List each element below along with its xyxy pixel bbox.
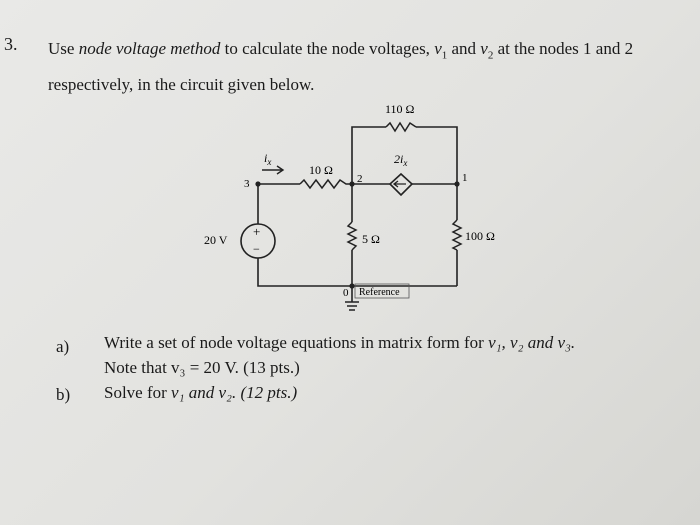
source-plus: + bbox=[253, 224, 260, 239]
question-line-1: Use node voltage method to calculate the… bbox=[48, 39, 634, 62]
label-r-right: 100 Ω bbox=[465, 229, 495, 243]
part-a-text: Write a set of node voltage equations in… bbox=[104, 333, 576, 377]
question-text: Use node voltage method to calculate the… bbox=[48, 34, 688, 99]
part-b-label: b) bbox=[56, 385, 71, 404]
label-node-1: 1 bbox=[462, 172, 468, 184]
dependent-source-icon bbox=[388, 172, 414, 197]
part-b-text: Solve for v₁ and v₂. (12 pts.) bbox=[104, 383, 298, 402]
label-reference: Reference bbox=[359, 287, 400, 298]
circuit-wires bbox=[257, 126, 458, 302]
source-minus: − bbox=[253, 242, 260, 256]
node-dot-1 bbox=[454, 181, 460, 187]
label-r-top: 110 Ω bbox=[385, 102, 415, 116]
resistor-5-ohm bbox=[346, 221, 358, 251]
label-dependent: 2ix bbox=[394, 152, 407, 168]
voltage-source-icon bbox=[240, 223, 276, 259]
label-node-2: 2 bbox=[357, 173, 363, 185]
label-source: 20 V bbox=[204, 233, 228, 247]
dependent-source-arrow-icon bbox=[392, 180, 406, 188]
label-node-3: 3 bbox=[244, 178, 250, 190]
question-line-2: respectively, in the circuit given below… bbox=[48, 75, 315, 95]
ground-icon bbox=[345, 301, 359, 311]
part-a-label: a) bbox=[56, 337, 70, 356]
question-number: 3. bbox=[4, 34, 18, 54]
method-name: node voltage method bbox=[78, 39, 221, 58]
label-r-left: 10 Ω bbox=[309, 163, 333, 177]
label-r-mid: 5 Ω bbox=[362, 232, 380, 246]
label-node-0: 0 bbox=[343, 287, 349, 299]
resistor-100-ohm bbox=[451, 219, 463, 251]
reference-box bbox=[354, 283, 410, 299]
resistor-110-ohm bbox=[385, 121, 417, 133]
node-dot-2 bbox=[349, 181, 355, 187]
node-dot-3 bbox=[255, 181, 261, 187]
current-arrow-icon bbox=[262, 165, 285, 175]
node-dot-0 bbox=[349, 283, 355, 289]
resistor-10-ohm bbox=[299, 178, 352, 190]
label-ix: ix bbox=[264, 151, 271, 167]
